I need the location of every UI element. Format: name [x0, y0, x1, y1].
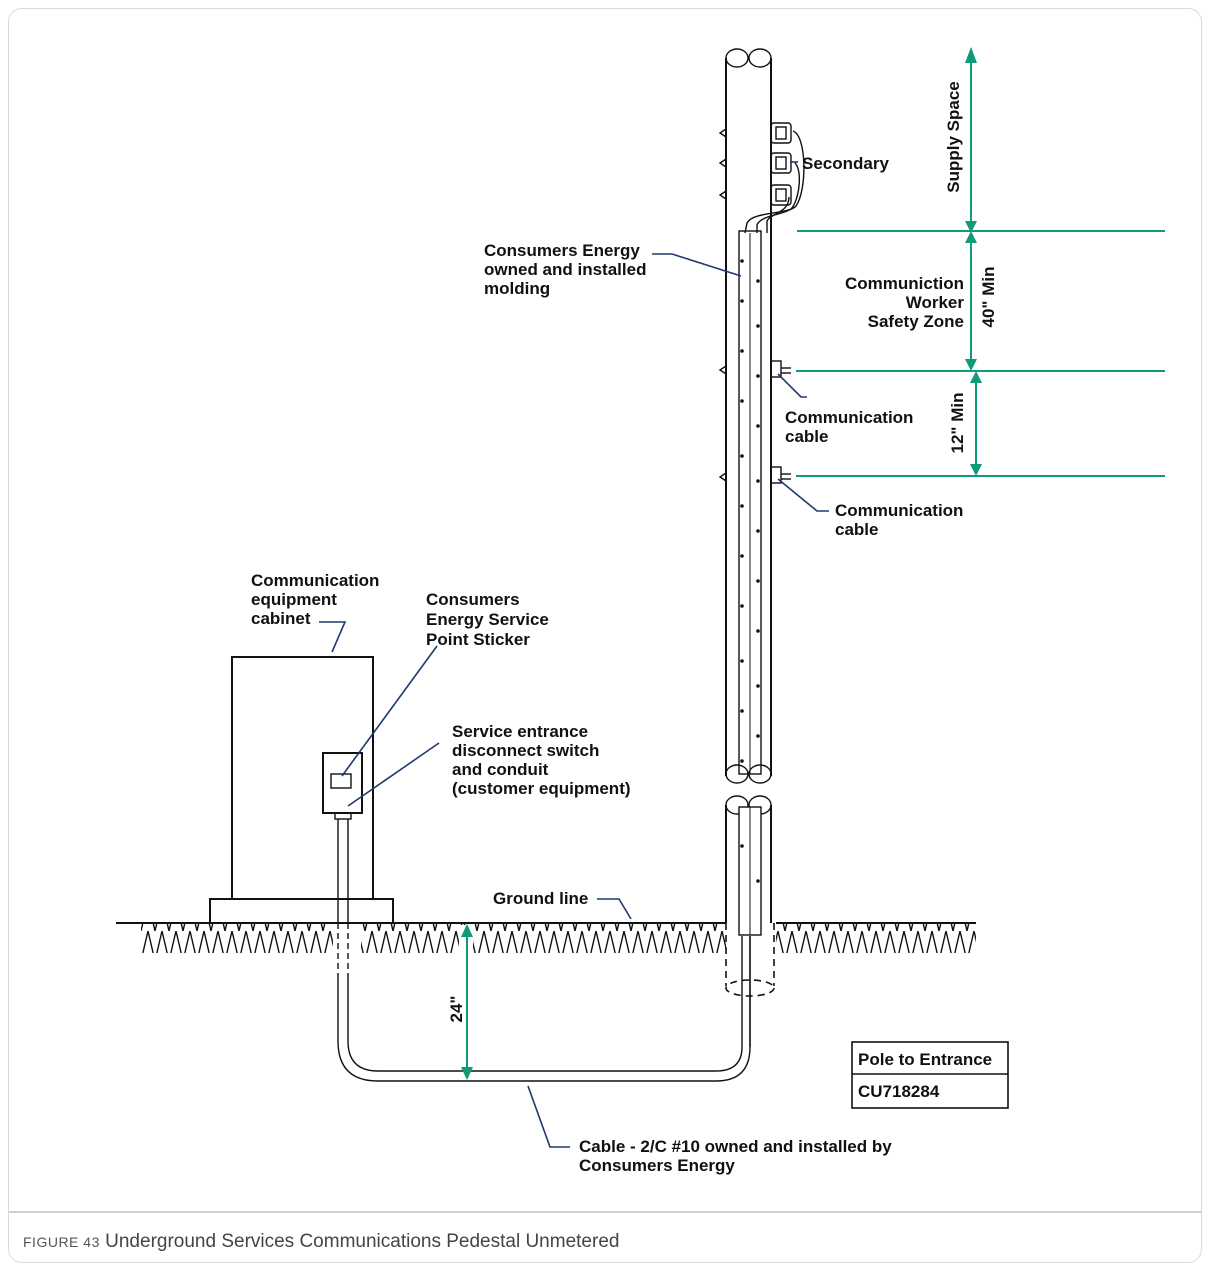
molding-label-2: owned and installed — [484, 260, 646, 279]
disconnect-label-4: (customer equipment) — [452, 779, 631, 798]
figure-title: Underground Services Communications Pede… — [105, 1231, 620, 1252]
leader-lines — [319, 161, 829, 1148]
comm-cable-2-label-2: cable — [835, 520, 878, 539]
pole-diagram: Secondary Supply Space Consumers Energy … — [116, 47, 1165, 1175]
sticker-label-2: Energy Service — [426, 610, 549, 629]
dim-40-label: 40" Min — [979, 267, 998, 328]
comm-cable-1-label-2: cable — [785, 427, 828, 446]
figure-card: Secondary Supply Space Consumers Energy … — [8, 8, 1202, 1263]
comm-cable-1-label-1: Communication — [785, 408, 913, 427]
cabinet-label-3: cabinet — [251, 609, 311, 628]
cabinet-label-1: Communication — [251, 571, 379, 590]
utility-pole — [718, 48, 775, 997]
cu-table-header: Pole to Entrance — [858, 1050, 992, 1069]
molding — [738, 230, 762, 936]
molding-label-1: Consumers Energy — [484, 241, 640, 260]
molding-label-3: molding — [484, 279, 550, 298]
figure-number: FIGURE 43 — [23, 1234, 100, 1250]
cu-table: Pole to Entrance CU718284 — [851, 1041, 1009, 1109]
dim-24-label: 24" — [447, 996, 466, 1023]
comm-cable-clamps — [770, 360, 791, 484]
supply-space-label: Supply Space — [944, 81, 963, 192]
disconnect-label-3: and conduit — [452, 760, 549, 779]
figure-caption: FIGURE 43 Underground Services Communica… — [23, 1231, 619, 1253]
safety-zone-label-2: Worker — [906, 293, 965, 312]
safety-zone-label-1: Communiction — [845, 274, 964, 293]
disconnect-label-2: disconnect switch — [452, 741, 599, 760]
cu-table-code: CU718284 — [858, 1082, 940, 1101]
cabinet-label-2: equipment — [251, 590, 337, 609]
ground-line-label: Ground line — [493, 889, 588, 908]
labels: Secondary Supply Space Consumers Energy … — [251, 81, 998, 1175]
disconnect-label-1: Service entrance — [452, 722, 588, 741]
sticker-label-1: Consumers — [426, 590, 520, 609]
safety-zone-label-3: Safety Zone — [868, 312, 964, 331]
secondary-clamps — [744, 122, 805, 234]
comm-cable-2-label-1: Communication — [835, 501, 963, 520]
equipment-cabinet — [209, 656, 394, 973]
cable-label-2: Consumers Energy — [579, 1156, 735, 1175]
caption-bar: FIGURE 43 Underground Services Communica… — [9, 1211, 1201, 1262]
secondary-label: Secondary — [802, 154, 889, 173]
underground-cable — [337, 936, 751, 1082]
dim-12-label: 12" Min — [948, 393, 967, 454]
cable-label-1: Cable - 2/C #10 owned and installed by — [579, 1137, 892, 1156]
sticker-label-3: Point Sticker — [426, 630, 530, 649]
dimension-lines — [461, 47, 1165, 1080]
